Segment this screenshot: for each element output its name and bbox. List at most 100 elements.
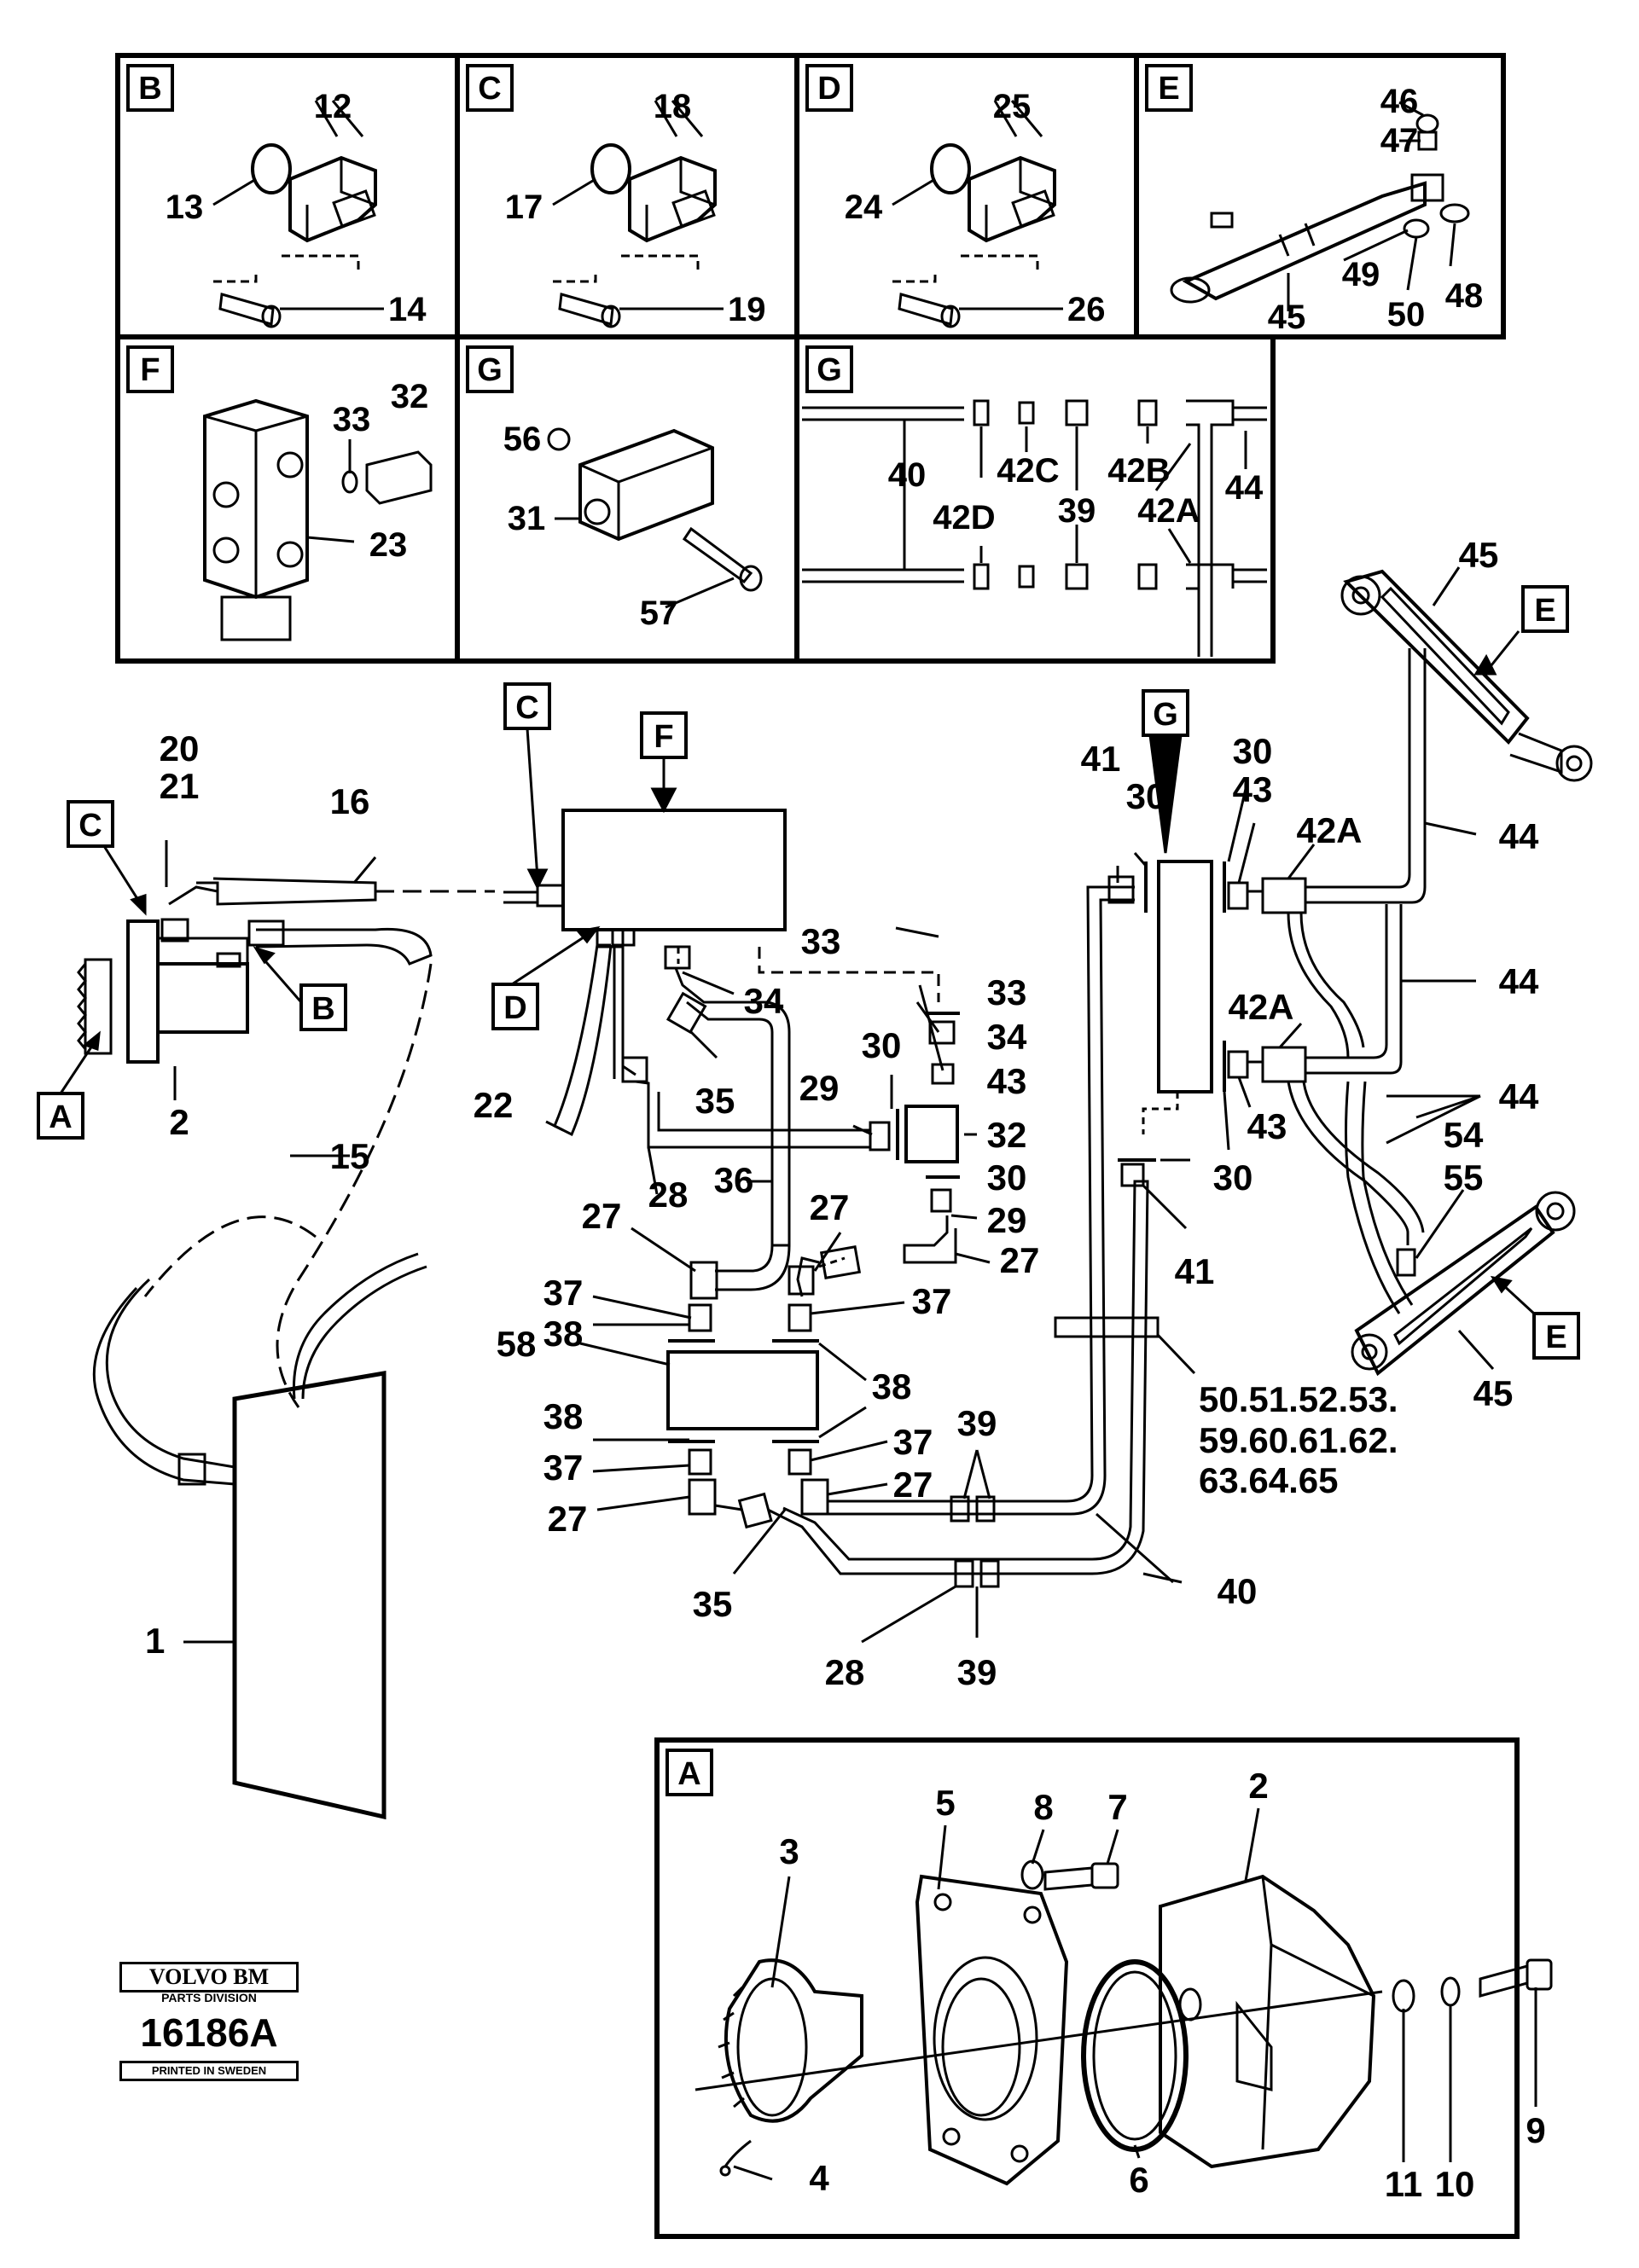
label-10: 10 bbox=[1435, 2164, 1475, 2204]
label-27a: 27 bbox=[582, 1196, 622, 1236]
label-44c: 44 bbox=[1499, 1076, 1539, 1117]
callout-g: G bbox=[1153, 697, 1178, 733]
label-29a: 29 bbox=[799, 1068, 840, 1108]
hydraulic-tank-icon bbox=[232, 1371, 387, 1820]
label-27d: 27 bbox=[893, 1465, 933, 1505]
washer-icon bbox=[1439, 203, 1470, 223]
label-6: 6 bbox=[1129, 2160, 1148, 2200]
fitting-icon bbox=[1210, 212, 1234, 229]
fitting-37a bbox=[688, 1303, 712, 1332]
panel-a: A bbox=[654, 1737, 1553, 2239]
callout-f: F bbox=[654, 719, 673, 755]
label-15: 15 bbox=[330, 1136, 370, 1176]
callout-c-left: C bbox=[78, 808, 102, 844]
panel-c-letter: C bbox=[478, 71, 501, 107]
label-28a: 28 bbox=[648, 1175, 689, 1215]
label-33a: 33 bbox=[801, 921, 841, 961]
elbow-27e bbox=[800, 1478, 829, 1516]
label-32-main: 32 bbox=[987, 1115, 1027, 1155]
panel-d: D 25 24 26 bbox=[794, 53, 1139, 339]
pipe-28b bbox=[767, 1180, 1149, 1575]
label-18: 18 bbox=[654, 88, 692, 125]
label-3: 3 bbox=[779, 1831, 799, 1871]
label-14: 14 bbox=[388, 291, 427, 328]
tee-42a-top bbox=[1261, 877, 1307, 914]
fitting-29 bbox=[869, 1121, 891, 1151]
label-42a: 42A bbox=[1137, 492, 1200, 530]
label-29b: 29 bbox=[987, 1200, 1027, 1240]
hose-16 bbox=[196, 877, 377, 906]
pump-body-icon bbox=[156, 962, 249, 1034]
label-11: 11 bbox=[1385, 2164, 1422, 2204]
drive-gear-icon bbox=[724, 1958, 863, 2123]
label-44b: 44 bbox=[1499, 961, 1539, 1001]
panel-g-pipes: G 40 42C 42B 42D 39 42A 44 bbox=[794, 334, 1276, 664]
callout-b: B bbox=[311, 991, 334, 1027]
nut-icon bbox=[547, 427, 571, 451]
fitting-34 bbox=[664, 945, 691, 970]
label-37a: 37 bbox=[543, 1273, 584, 1313]
label-30c: 30 bbox=[1126, 776, 1166, 816]
label-30b: 30 bbox=[987, 1157, 1027, 1198]
hose-fitting-icon bbox=[247, 919, 285, 947]
label-26: 26 bbox=[1067, 291, 1106, 328]
callout-box-c-left bbox=[67, 800, 114, 848]
label-38a: 38 bbox=[543, 1314, 584, 1354]
panel-c: C 18 17 19 bbox=[455, 53, 799, 339]
split-flange-icon bbox=[628, 155, 717, 243]
split-flange-icon bbox=[288, 155, 377, 243]
label-50: 50 bbox=[1387, 296, 1426, 334]
label-55: 55 bbox=[1444, 1157, 1484, 1198]
hose-suction bbox=[255, 927, 433, 966]
block-icon bbox=[578, 428, 714, 542]
bolt-icon bbox=[558, 293, 614, 326]
label-13: 13 bbox=[166, 189, 204, 226]
label-16: 16 bbox=[330, 781, 370, 821]
label-24: 24 bbox=[845, 189, 883, 226]
panel-f: F 33 32 23 bbox=[115, 334, 460, 664]
label-30e: 30 bbox=[1213, 1157, 1253, 1198]
callout-box-d bbox=[491, 983, 539, 1030]
label-49: 49 bbox=[1342, 256, 1380, 293]
label-47: 47 bbox=[1380, 122, 1419, 160]
hose-22 bbox=[553, 944, 613, 1137]
label-39a: 39 bbox=[957, 1403, 997, 1443]
elbow-27a bbox=[689, 1261, 718, 1300]
label-37d: 37 bbox=[543, 1447, 584, 1488]
label-23: 23 bbox=[369, 526, 408, 564]
fitting-29b bbox=[930, 1188, 952, 1213]
label-43c: 43 bbox=[1247, 1106, 1287, 1146]
label-37b: 37 bbox=[912, 1281, 952, 1321]
callout-box-e-top bbox=[1521, 585, 1569, 633]
logo-division: PARTS DIVISION bbox=[161, 1991, 257, 2004]
grease-nipple-icon bbox=[1415, 113, 1439, 134]
fitting-icon bbox=[1137, 399, 1158, 426]
label-8: 8 bbox=[1033, 1787, 1053, 1827]
clamp-icon bbox=[1054, 1316, 1160, 1338]
tee-icon bbox=[1065, 399, 1089, 426]
logo-brand: VOLVO BM bbox=[119, 1962, 299, 1992]
bolt-icon bbox=[898, 293, 954, 326]
label-20: 20 bbox=[160, 728, 200, 769]
label-37c: 37 bbox=[893, 1422, 933, 1462]
union-icon bbox=[973, 399, 990, 426]
callout-a: A bbox=[49, 1099, 72, 1135]
fitting-37c bbox=[688, 1448, 712, 1476]
callout-e-top: E bbox=[1534, 593, 1555, 629]
panel-d-letter: D bbox=[817, 71, 840, 107]
pipe-44b bbox=[1305, 904, 1403, 1075]
pin-icon bbox=[719, 2165, 731, 2177]
fitting-41b bbox=[1120, 1163, 1145, 1187]
label-7: 7 bbox=[1107, 1787, 1127, 1827]
label-42a-top: 42A bbox=[1296, 810, 1362, 850]
label-5: 5 bbox=[935, 1783, 955, 1823]
label-30a: 30 bbox=[862, 1025, 902, 1065]
pipe-28c bbox=[828, 885, 1135, 1516]
fitting-34b bbox=[928, 1020, 956, 1045]
label-42b: 42B bbox=[1107, 452, 1170, 490]
label-25: 25 bbox=[993, 88, 1032, 125]
label-17: 17 bbox=[505, 189, 543, 226]
panel-g-letter: G bbox=[477, 352, 503, 388]
